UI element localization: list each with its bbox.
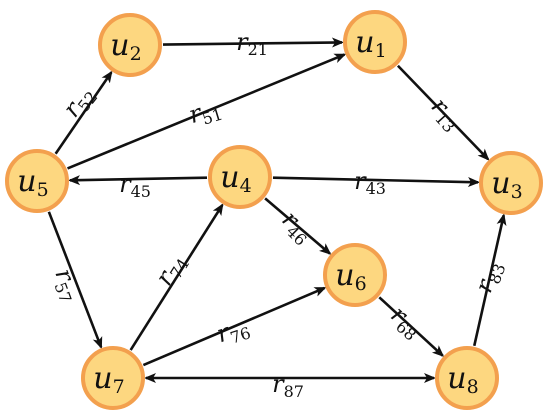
edge-r68-arrow [378, 296, 445, 358]
node-u4: u4 [208, 145, 272, 209]
edge-label-r51-subscript: 51 [200, 104, 225, 128]
node-u1-circle [343, 10, 407, 74]
node-u5-circle [5, 149, 69, 213]
node-u4-circle [208, 145, 272, 209]
node-u5-label-base: u [17, 164, 36, 199]
edge-r13-arrow [396, 64, 490, 161]
node-u8-circle [435, 346, 499, 410]
node-u7-label-base: u [93, 361, 112, 396]
node-u5: u5 [5, 149, 69, 213]
node-u3-circle [479, 151, 543, 215]
node-u6-label-base: u [335, 258, 354, 293]
edge-r74-arrow [129, 203, 224, 351]
edge-r45-arrow [67, 175, 208, 186]
node-u1-label: u1 [355, 25, 386, 62]
edge-label-r87: r87 [272, 370, 304, 401]
edge-label-r52: r52 [57, 80, 101, 124]
node-u8-label-subscript: 8 [467, 376, 479, 398]
node-u6-label: u6 [335, 258, 366, 295]
edge-label-r76: r76 [213, 311, 253, 350]
node-u7: u7 [81, 346, 145, 410]
node-u4-label: u4 [220, 160, 251, 197]
node-u7-label-subscript: 7 [113, 376, 125, 398]
edge-label-r45: r45 [119, 170, 151, 201]
node-u3: u3 [479, 151, 543, 215]
edge-label-r21-subscript: 21 [248, 40, 268, 59]
edge-label-r43: r43 [354, 167, 386, 198]
edge-r21-arrow [162, 37, 345, 48]
edge-label-r45-subscript: 45 [131, 182, 151, 201]
node-u3-label: u3 [491, 166, 522, 203]
edge-label-r87-base: r [272, 370, 285, 398]
edge-r52-arrow [54, 70, 113, 155]
node-u4-label-subscript: 4 [240, 175, 252, 197]
edge-label-r57: r57 [47, 265, 87, 306]
node-u1-label-subscript: 1 [375, 40, 387, 62]
edge-r76-arrow [142, 286, 327, 367]
node-u6: u6 [323, 243, 387, 307]
node-u2: u2 [98, 13, 162, 77]
node-u2-circle [98, 13, 162, 77]
node-u2-label-subscript: 2 [130, 43, 142, 65]
edge-r43-arrow [272, 176, 481, 188]
node-u7-label: u7 [93, 361, 124, 398]
edge-label-r51: r51 [185, 93, 225, 132]
edge-label-r74: r74 [149, 248, 192, 291]
node-u8-label: u8 [447, 361, 478, 398]
edge-label-r21: r21 [236, 28, 268, 59]
node-u7-circle [81, 346, 145, 410]
node-u5-label-subscript: 5 [37, 179, 49, 201]
edge-r51-arrow [67, 53, 347, 170]
node-u3-label-base: u [491, 166, 510, 201]
edge-r57-arrow [47, 211, 103, 350]
node-u1: u1 [343, 10, 407, 74]
node-u6-circle [323, 243, 387, 307]
node-u8-label-base: u [447, 361, 466, 396]
edge-label-r43-subscript: 43 [366, 179, 386, 198]
node-u6-label-subscript: 6 [355, 273, 367, 295]
node-u2-label-base: u [110, 28, 129, 63]
edge-label-r45-base: r [119, 170, 132, 198]
edge-label-r87-subscript: 87 [284, 382, 304, 401]
node-u3-label-subscript: 3 [511, 181, 523, 203]
edge-label-r43-base: r [354, 167, 367, 195]
node-u1-label-base: u [355, 25, 374, 60]
node-u8: u8 [435, 346, 499, 410]
edge-r83-arrow [472, 213, 507, 347]
node-u2-label: u2 [110, 28, 141, 65]
node-u4-label-base: u [220, 160, 239, 195]
edge-r46-arrow [264, 197, 332, 255]
edges-layer [47, 37, 507, 383]
edge-label-r21-base: r [236, 28, 249, 56]
edge-label-r83: r83 [469, 257, 509, 298]
node-u5-label: u5 [17, 164, 48, 201]
